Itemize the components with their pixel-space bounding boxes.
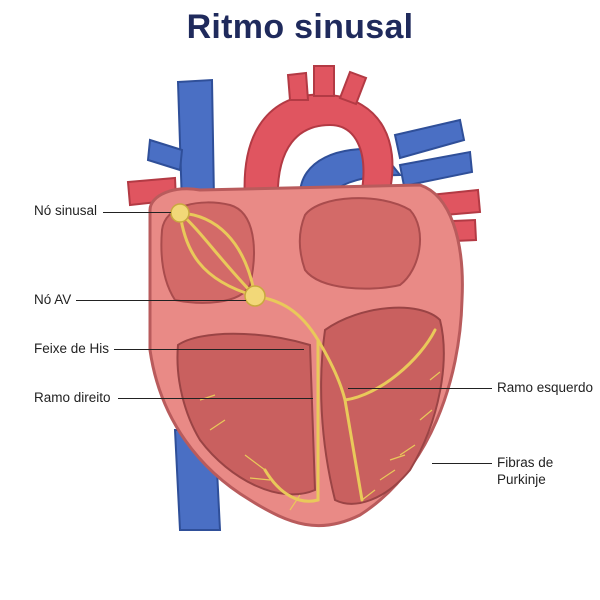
- av-node: [244, 285, 266, 307]
- purkinje-fibers: [199, 371, 441, 511]
- sa-node: [170, 203, 190, 223]
- leader-sa-node: [103, 212, 171, 213]
- label-right-branch: Ramo direito: [34, 390, 111, 405]
- left-atrium: [298, 197, 422, 290]
- label-left-branch: Ramo esquerdo: [497, 380, 594, 395]
- left-ventricle: [320, 306, 445, 505]
- label-av-node: Nó AV: [34, 292, 72, 307]
- leader-his-bundle: [114, 349, 304, 350]
- leader-purkinje: [432, 463, 492, 464]
- label-sa-node: Nó sinusal: [34, 203, 98, 218]
- leader-right-branch: [118, 398, 313, 399]
- leader-av-node: [76, 300, 246, 301]
- right-ventricle: [176, 332, 317, 496]
- leader-left-branch: [348, 388, 492, 389]
- label-purkinje-2: Purkinje: [497, 472, 546, 487]
- page-title: Ritmo sinusal: [186, 8, 414, 46]
- right-atrium: [160, 201, 255, 304]
- label-his-bundle: Feixe de His: [34, 341, 110, 356]
- label-purkinje-1: Fibras de: [497, 455, 554, 470]
